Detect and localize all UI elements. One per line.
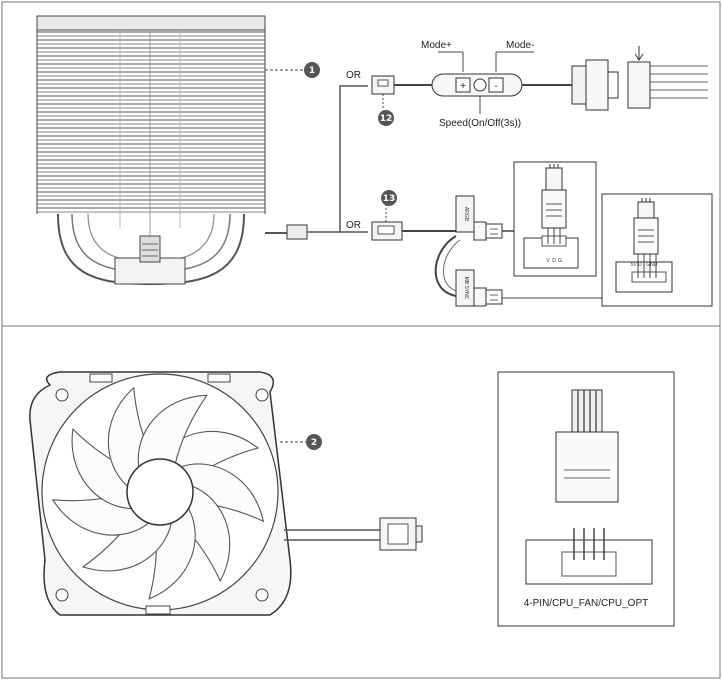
cooling-fan (29, 371, 292, 616)
speed-label: Speed(On/Off(3s)) (439, 118, 521, 129)
argb-splitter-hub: ARGB MB SYNC (434, 195, 516, 307)
callout-13-badge (381, 190, 397, 206)
mount-hole-tl (55, 388, 69, 402)
callout-1-badge (304, 62, 320, 78)
hub-text-a: ARGB (463, 207, 469, 222)
controller-power-button (473, 78, 487, 92)
power-connector (571, 46, 708, 111)
mb-pin-labels: 5V D - GND (631, 262, 658, 268)
controller-minus-glyph: - (494, 81, 497, 92)
heatsink-fins (37, 31, 265, 213)
fan-blade (137, 394, 208, 468)
mode-plus-label: Mode+ (421, 40, 452, 51)
mount-hole-tr (255, 388, 269, 402)
callout-2-label: 2 (311, 438, 317, 448)
controller-plus-button (455, 77, 471, 93)
heatsink-cooler (36, 15, 266, 286)
callout-2-badge (306, 434, 322, 450)
hub-text-b: MB SYNC (463, 277, 469, 300)
argb-header-inset-b: 5V D - GND (502, 193, 713, 307)
argb-header-inset-a: V D G (513, 161, 597, 277)
mount-hole-br (255, 588, 269, 602)
callout-12-label: 12 (380, 114, 393, 124)
callout-13-label: 13 (383, 194, 396, 204)
fan-cable-connector (286, 224, 308, 240)
fan-header-label: 4-PIN/CPU_FAN/CPU_OPT (524, 598, 648, 609)
controller-minus-button (488, 77, 504, 93)
fan-4pin-connector (379, 517, 423, 551)
callout-1-label: 1 (309, 66, 315, 76)
pin-v-label: V (546, 258, 550, 264)
fan-blades (51, 386, 265, 600)
or-label-bottom: OR (346, 220, 361, 231)
pin-g-label: G (558, 258, 562, 264)
controller-plus-glyph: + (460, 81, 466, 92)
or-label-top: OR (346, 70, 361, 81)
mode-minus-label: Mode- (506, 40, 534, 51)
callout-12-badge (378, 110, 394, 126)
argb-controller: + - (431, 73, 523, 97)
fan-hub (126, 458, 194, 526)
fan-header-inset: 4-PIN/CPU_FAN/CPU_OPT (497, 371, 675, 627)
bottom-panel-frame (1, 325, 721, 679)
pin-d-label: D (552, 258, 556, 264)
mount-hole-bl (55, 588, 69, 602)
